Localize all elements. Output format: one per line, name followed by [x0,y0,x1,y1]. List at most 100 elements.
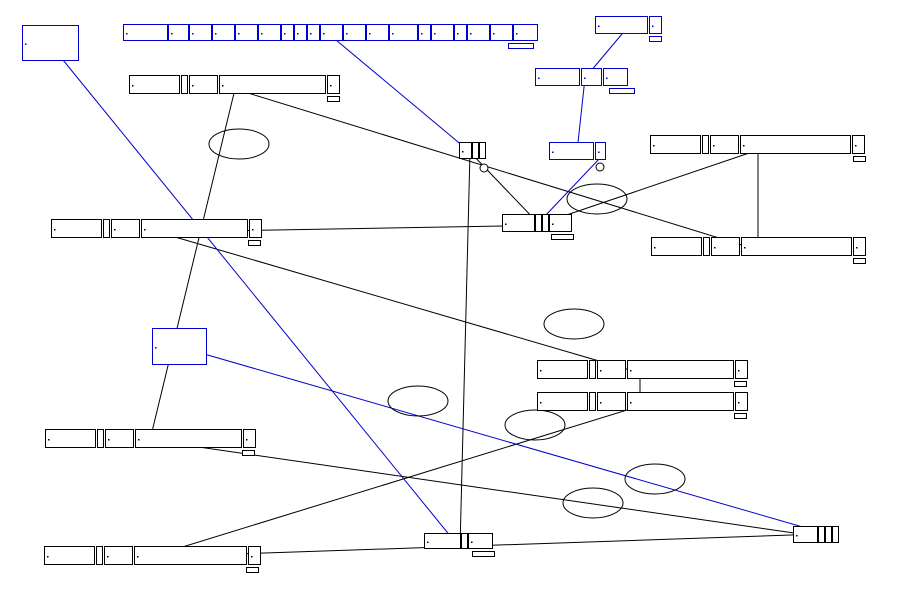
node-center-a[interactable] [537,360,748,387]
node-cell[interactable] [627,360,734,379]
node-cell[interactable] [537,392,588,411]
node-cell[interactable] [740,135,851,154]
node-junction-right[interactable] [793,526,839,543]
node-cell[interactable] [741,237,852,256]
node-cell[interactable] [597,360,626,379]
node-cell[interactable] [472,142,479,159]
blue-box-top-left[interactable] [22,25,79,61]
node-cell[interactable] [327,75,340,94]
node-cell[interactable] [320,24,343,41]
node-cell[interactable] [703,237,710,256]
node-left-mid[interactable] [51,219,262,246]
blue-node-c[interactable] [549,142,606,160]
node-cell[interactable] [537,360,588,379]
node-cell[interactable] [603,68,628,86]
node-cell[interactable] [44,546,95,565]
node-cell[interactable] [502,214,535,232]
node-cell[interactable] [735,392,748,411]
node-cell[interactable] [589,392,596,411]
node-cell[interactable] [135,429,242,448]
node-cell[interactable] [454,24,467,41]
node-cell[interactable] [650,135,701,154]
node-cell[interactable] [649,16,662,34]
node-cell[interactable] [468,533,493,549]
blue-node-b[interactable] [535,68,635,94]
node-cell[interactable] [832,526,839,543]
node-cell[interactable] [243,429,256,448]
node-cell[interactable] [479,142,486,159]
node-cell[interactable] [467,24,490,41]
node-cell[interactable] [513,24,538,41]
node-right-top[interactable] [650,135,866,162]
node-cell[interactable] [258,24,281,41]
node-cell[interactable] [595,142,606,160]
node-cell[interactable] [129,75,180,94]
node-cell[interactable] [307,24,320,41]
node-cell[interactable] [111,219,140,238]
node-cell[interactable] [97,429,104,448]
node-cell[interactable] [168,24,189,41]
node-cell[interactable] [389,24,418,41]
node-cell[interactable] [431,24,454,41]
node-cell[interactable] [793,526,818,543]
node-cell[interactable] [219,75,326,94]
node-junction-bottom[interactable] [424,533,495,557]
node-cell[interactable] [134,546,247,565]
blue-node-top-row[interactable] [123,24,538,49]
node-left-low[interactable] [45,429,256,456]
node-junction-mid[interactable] [502,214,574,240]
node-cell[interactable] [597,392,626,411]
node-cell[interactable] [212,24,235,41]
node-cell[interactable] [461,533,468,549]
node-cell[interactable] [595,16,648,34]
node-cell[interactable] [852,135,865,154]
node-cell[interactable] [542,214,549,232]
node-cell[interactable] [123,24,168,41]
node-cell[interactable] [248,546,261,565]
node-cell[interactable] [51,219,102,238]
node-cell[interactable] [735,360,748,379]
node-cell[interactable] [549,142,594,160]
node-cell[interactable] [825,526,832,543]
node-cell[interactable] [702,135,709,154]
node-cell[interactable] [581,68,602,86]
node-cell[interactable] [235,24,258,41]
node-cell[interactable] [424,533,461,549]
node-junction-top[interactable] [459,142,486,159]
node-cell[interactable] [418,24,431,41]
node-cell[interactable] [189,75,218,94]
node-cell[interactable] [22,25,79,61]
node-cell[interactable] [45,429,96,448]
node-cell[interactable] [181,75,188,94]
node-cell[interactable] [152,328,207,365]
node-cell[interactable] [281,24,294,41]
node-cell[interactable] [627,392,734,411]
node-cell[interactable] [294,24,307,41]
node-right-mid[interactable] [651,237,866,264]
node-cell[interactable] [535,68,580,86]
node-cell[interactable] [589,360,596,379]
node-cell[interactable] [490,24,513,41]
node-cell[interactable] [141,219,248,238]
node-cell[interactable] [103,219,110,238]
node-cell[interactable] [105,429,134,448]
node-center-b[interactable] [537,392,748,419]
node-cell[interactable] [853,237,866,256]
node-top-left[interactable] [129,75,340,102]
node-cell[interactable] [189,24,212,41]
node-cell[interactable] [249,219,262,238]
node-cell[interactable] [366,24,389,41]
node-cell[interactable] [104,546,133,565]
node-left-bottom[interactable] [44,546,261,573]
node-cell[interactable] [549,214,572,232]
node-cell[interactable] [343,24,366,41]
node-cell[interactable] [818,526,825,543]
blue-node-a[interactable] [595,16,662,42]
node-cell[interactable] [651,237,702,256]
node-cell[interactable] [711,237,740,256]
node-cell[interactable] [710,135,739,154]
node-cell[interactable] [96,546,103,565]
node-cell[interactable] [535,214,542,232]
blue-box-middle[interactable] [152,328,207,365]
node-cell[interactable] [459,142,472,159]
